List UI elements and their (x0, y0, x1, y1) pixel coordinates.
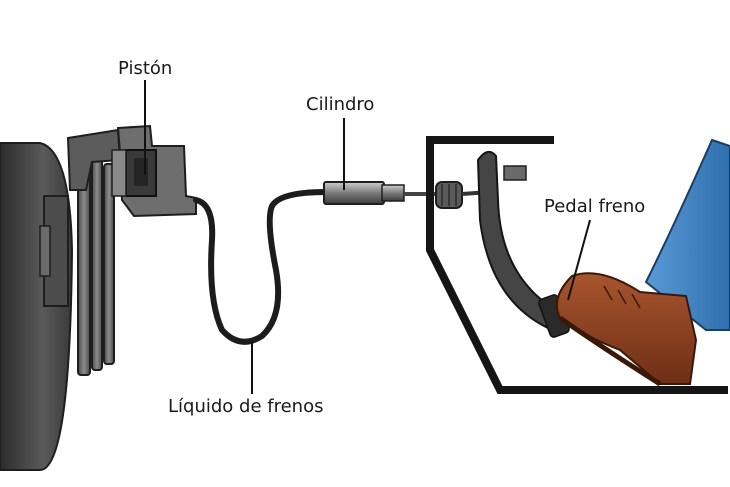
brake-pedal-arm (476, 150, 570, 338)
brake-fluid-hose (193, 189, 329, 345)
brake-disc (77, 149, 115, 376)
leader-pedal-freno (567, 219, 591, 301)
label-liquido-frenos: Líquido de frenos (168, 396, 324, 417)
boot (556, 272, 698, 387)
caliper-piston (66, 124, 197, 218)
master-cylinder (323, 181, 491, 209)
label-cilindro: Cilindro (306, 94, 375, 115)
jeans-leg (644, 138, 730, 331)
wheel-hub (0, 142, 74, 471)
label-piston: Pistón (118, 58, 173, 79)
label-pedal-freno: Pedal freno (544, 196, 646, 217)
pedal-bracket (426, 136, 728, 394)
